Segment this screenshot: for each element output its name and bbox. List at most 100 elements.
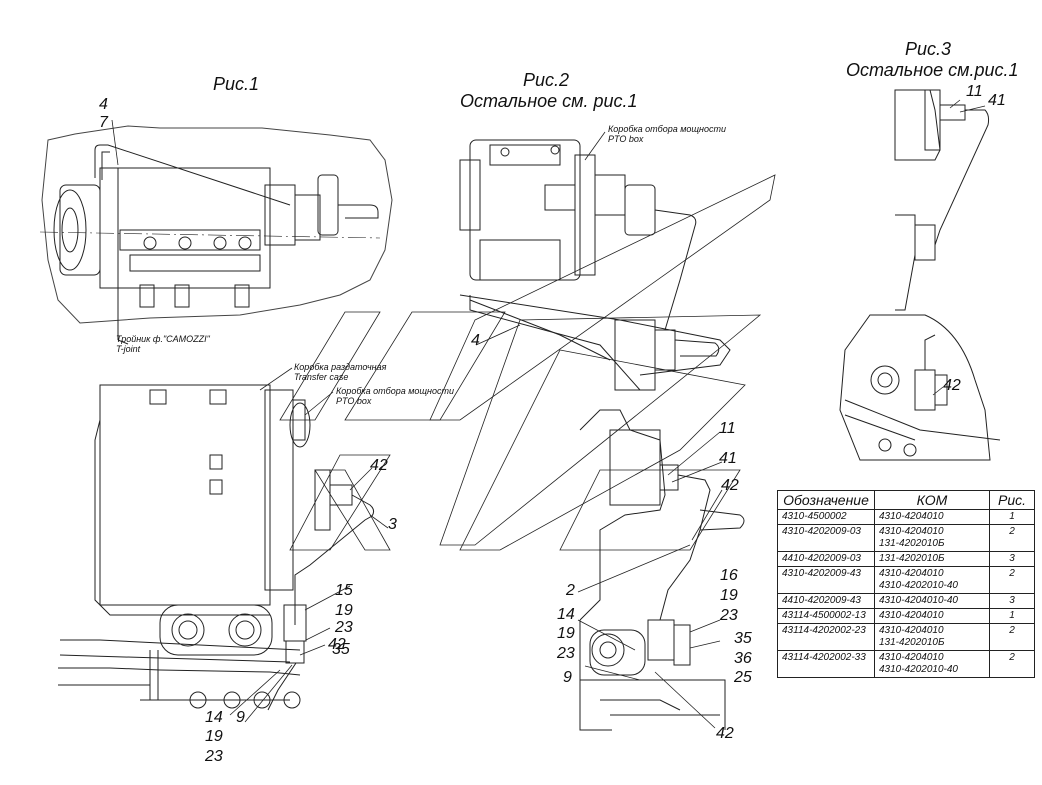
row-kom-line: 4310-4202010-40 — [879, 664, 958, 675]
callout-19: 19 — [557, 625, 575, 642]
row-kom: 131-4202010Б — [874, 551, 990, 567]
callout-3: 3 — [388, 516, 397, 533]
callout-16: 16 — [720, 567, 738, 584]
callout-42: 42 — [716, 725, 734, 742]
row-fig: 2 — [989, 524, 1035, 552]
row-fig: 2 — [989, 650, 1035, 678]
leader-lines — [111, 99, 986, 729]
table-row: 4410-4202009-43 4310-4204010-40 3 — [777, 593, 1035, 609]
row-fig: 2 — [989, 623, 1035, 651]
break-stripes — [279, 174, 776, 551]
row-kom-line: 4310-4204010 — [879, 610, 944, 621]
table-row: 4310-4500002 4310-4204010 1 — [777, 509, 1035, 525]
fig1-main-view — [58, 384, 375, 711]
table-header-row: Обозначение КОМ Рис. — [777, 490, 1035, 510]
note-transfer: Коробка раздаточная Transfer case — [294, 362, 386, 382]
callout-14: 14 — [557, 606, 575, 623]
callout-19: 19 — [335, 602, 353, 619]
callout-36: 36 — [734, 650, 752, 667]
fig1-top-detail — [39, 125, 393, 345]
row-fig: 3 — [989, 593, 1035, 609]
callout-25: 25 — [734, 669, 752, 686]
callout-35: 35 — [332, 641, 350, 658]
fig2-subtitle: Остальное см. рис.1 — [460, 91, 638, 111]
fig3-title: Рис.3 — [905, 39, 952, 59]
row-kom-line: 131-4202010Б — [879, 538, 945, 549]
fig3-lower-detail — [839, 314, 1001, 461]
row-kom-line: 4310-4202010-40 — [879, 580, 958, 591]
fig2-title: Рис.2 — [523, 70, 570, 90]
callout-7: 7 — [99, 114, 108, 131]
callout-23: 23 — [335, 619, 353, 636]
callout-41: 41 — [988, 92, 1006, 109]
callout-9: 9 — [236, 709, 245, 726]
row-kom: 4310-4204010-40 — [874, 593, 990, 609]
row-designation: 43114-4202002-33 — [777, 650, 875, 678]
row-fig: 1 — [989, 509, 1035, 525]
callout-9: 9 — [563, 669, 572, 686]
row-kom-line: 4310-4204010-40 — [879, 595, 958, 606]
table-header-designation: Обозначение — [777, 490, 875, 510]
note-pto-ru: Коробка отбора мощности — [336, 386, 455, 396]
callout-2: 2 — [566, 582, 575, 599]
callout-42: 42 — [370, 457, 388, 474]
callout-41: 41 — [719, 450, 737, 467]
fig2-detail — [459, 139, 731, 391]
row-kom-line: 4310-4204010 — [879, 568, 944, 579]
note-tee-ru: Тройник ф."CAMOZZI" — [116, 334, 210, 344]
row-designation: 4410-4202009-43 — [777, 593, 875, 609]
row-fig: 2 — [989, 566, 1035, 594]
callout-11: 11 — [719, 420, 736, 437]
row-designation: 4310-4202009-03 — [777, 524, 875, 552]
fig1-title: Рис.1 — [213, 74, 260, 94]
note-tee: Тройник ф."CAMOZZI" T-joint — [116, 334, 210, 354]
row-fig: 1 — [989, 608, 1035, 624]
note-pto-en: PTO box — [336, 396, 372, 406]
row-designation: 43114-4202002-23 — [777, 623, 875, 651]
callout-4: 4 — [99, 96, 108, 113]
callout-42: 42 — [328, 636, 346, 653]
callout-35: 35 — [734, 630, 752, 647]
table-header-kom: КОМ — [874, 490, 990, 510]
callout-23: 23 — [557, 645, 575, 662]
callout-42: 42 — [943, 377, 961, 394]
row-designation: 43114-4500002-13 — [777, 608, 875, 624]
callout-14: 14 — [205, 709, 223, 726]
row-kom-line: 4310-4204010 — [879, 526, 944, 537]
note-transfer-en: Transfer case — [294, 372, 349, 382]
callout-4: 4 — [471, 332, 480, 349]
note-transfer-ru: Коробка раздаточная — [294, 362, 387, 372]
row-kom-line: 4310-4204010 — [879, 625, 944, 636]
table-row: 4410-4202009-03 131-4202010Б 3 — [777, 551, 1035, 567]
callout-15: 15 — [335, 582, 353, 599]
row-designation: 4310-4500002 — [777, 509, 875, 525]
fig2-main-view — [579, 409, 745, 731]
spec-table: Обозначение КОМ Рис. 4310-4500002 4310-4… — [777, 490, 1035, 678]
row-kom-line: 4310-4204010 — [879, 652, 944, 663]
note-pto: Коробка отбора мощности PTO box — [336, 386, 454, 406]
row-kom-line: 4310-4204010 — [879, 511, 944, 522]
row-kom-line: 131-4202010Б — [879, 553, 945, 564]
row-fig: 3 — [989, 551, 1035, 567]
callout-19: 19 — [720, 587, 738, 604]
table-header-fig: Рис. — [989, 490, 1035, 510]
row-designation: 4410-4202009-03 — [777, 551, 875, 567]
fig3-subtitle: Остальное см.рис.1 — [846, 60, 1019, 80]
callout-11: 11 — [966, 83, 983, 100]
callout-42: 42 — [721, 477, 739, 494]
callout-19: 19 — [205, 728, 223, 745]
note-pto2-ru: Коробка отбора мощности — [608, 124, 727, 134]
row-kom-line: 131-4202010Б — [879, 637, 945, 648]
callout-23: 23 — [205, 748, 223, 765]
note-tee-en: T-joint — [116, 344, 141, 354]
note-pto2-en: PTO box — [608, 134, 644, 144]
table-row: 43114-4500002-13 4310-4204010 1 — [777, 608, 1035, 624]
